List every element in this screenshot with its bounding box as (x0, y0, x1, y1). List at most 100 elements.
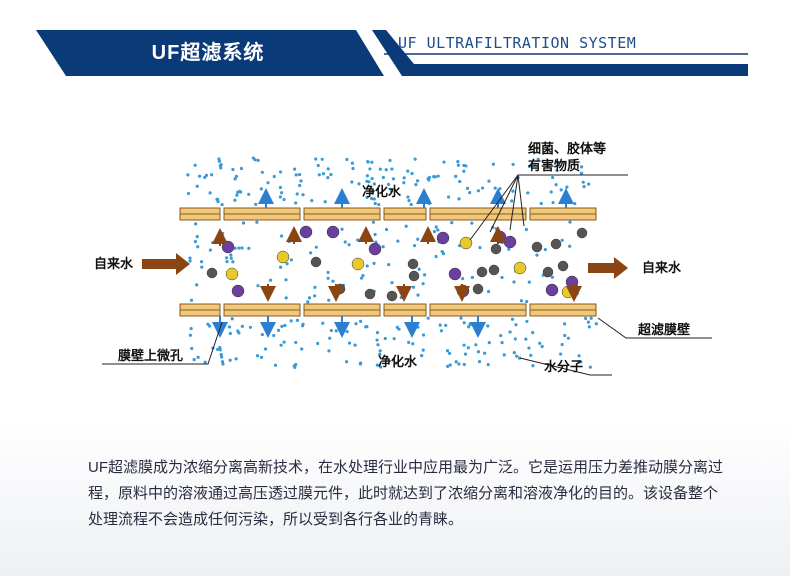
water-molecule-dot (551, 175, 555, 180)
water-molecule-dot (462, 362, 466, 367)
water-molecule-dot (407, 198, 411, 203)
water-molecule-dot (500, 275, 504, 280)
water-molecule-dot (457, 362, 461, 366)
water-molecule-dot (196, 355, 200, 359)
water-molecule-dot (416, 237, 420, 241)
water-molecule-dot (256, 284, 260, 288)
water-molecule-dot (519, 299, 524, 303)
water-molecule-dot (390, 281, 394, 285)
water-molecule-dot (415, 179, 420, 183)
water-molecule-dot (396, 239, 400, 243)
water-molecule-dot (329, 328, 333, 333)
water-molecule-dot (345, 329, 349, 334)
water-molecule-dot (365, 264, 369, 268)
particle (407, 258, 419, 270)
water-molecule-dot (470, 275, 474, 280)
water-molecule-dot (410, 171, 414, 176)
water-molecule-dot (350, 161, 355, 165)
water-molecule-dot (421, 348, 425, 352)
water-molecule-dot (195, 283, 199, 287)
water-molecule-dot (188, 256, 192, 260)
water-molecule-dot (379, 365, 383, 369)
water-molecule-dot (370, 160, 374, 164)
water-molecule-dot (220, 202, 224, 207)
water-molecule-dot (306, 300, 310, 304)
water-molecule-dot (375, 338, 379, 342)
water-molecule-dot (328, 336, 332, 340)
water-molecule-dot (326, 270, 330, 275)
water-molecule-dot (422, 273, 427, 277)
membrane-wall-top (179, 207, 597, 221)
water-molecule-dot (568, 244, 572, 248)
water-molecule-dot (500, 341, 504, 345)
water-molecule-dot (486, 289, 491, 294)
water-molecule-dot (568, 196, 572, 201)
water-molecule-dot (280, 191, 284, 195)
section-title: UF超滤系统 (151, 42, 265, 64)
water-molecule-dot (293, 365, 297, 370)
water-molecule-dot (494, 227, 498, 231)
water-molecule-dot (447, 351, 452, 356)
water-molecule-dot (459, 316, 463, 320)
water-molecule-dot (409, 202, 413, 207)
water-molecule-dot (221, 362, 225, 366)
water-molecule-dot (203, 360, 207, 364)
particle (299, 225, 313, 239)
water-molecule-dot (255, 354, 260, 358)
water-molecule-dot (229, 253, 233, 257)
water-molecule-dot (372, 197, 376, 201)
water-molecule-dot (462, 343, 466, 347)
water-molecule-dot (358, 362, 362, 366)
outlet-label: 自来水 (642, 260, 682, 276)
water-molecule-dot (280, 324, 284, 328)
particle (225, 267, 239, 281)
water-molecule-dot (372, 261, 376, 265)
water-molecule-dot (573, 201, 577, 206)
water-molecule-dot (208, 248, 212, 252)
water-molecule-dot (370, 177, 374, 181)
water-molecule-dot (273, 363, 278, 367)
water-molecule-dot (259, 187, 263, 191)
water-molecule-dot (529, 353, 533, 357)
water-molecule-dot (524, 227, 528, 232)
water-molecule-dot (515, 354, 519, 358)
particle (459, 236, 473, 250)
water-molecule-dot (334, 329, 338, 333)
water-molecule-dot (539, 201, 543, 206)
water-molecule-dot (508, 330, 512, 334)
water-molecule-dot (247, 192, 251, 196)
water-molecule-dot (575, 291, 579, 296)
water-molecule-dot (186, 191, 191, 196)
water-molecule-dot (331, 279, 335, 283)
water-molecule-dot (531, 364, 535, 368)
water-molecule-dot (239, 166, 244, 171)
water-molecule-dot (527, 164, 532, 168)
water-molecule-dot (195, 184, 199, 188)
water-molecule-dot (236, 329, 240, 333)
water-molecule-dot (446, 195, 451, 199)
water-molecule-dot (587, 182, 591, 186)
water-molecule-dot (294, 173, 298, 177)
water-molecule-dot (378, 167, 382, 171)
water-molecule-dot (294, 201, 298, 205)
water-molecule-dot (218, 332, 222, 336)
water-molecule-dot (221, 231, 225, 236)
water-molecule-dot (190, 346, 194, 351)
water-molecule-dot (297, 172, 302, 177)
water-molecule-dot (381, 175, 385, 180)
water-molecule-dot (525, 319, 529, 324)
water-molecule-dot (284, 278, 288, 282)
water-molecule-dot (432, 174, 436, 179)
water-molecule-dot (326, 276, 330, 280)
water-molecule-dot (386, 182, 391, 186)
water-molecule-dot (416, 325, 420, 329)
water-molecule-dot (445, 349, 450, 353)
particle (276, 250, 290, 264)
water-molecule-dot (219, 166, 223, 170)
water-molecule-dot (464, 164, 468, 168)
water-molecule-dot (394, 361, 398, 365)
water-molecule-dot (337, 323, 341, 328)
water-molecule-dot (563, 333, 567, 338)
micropores-label: 膜壁上微孔 (118, 348, 183, 364)
water-molecule-dot (300, 324, 305, 328)
